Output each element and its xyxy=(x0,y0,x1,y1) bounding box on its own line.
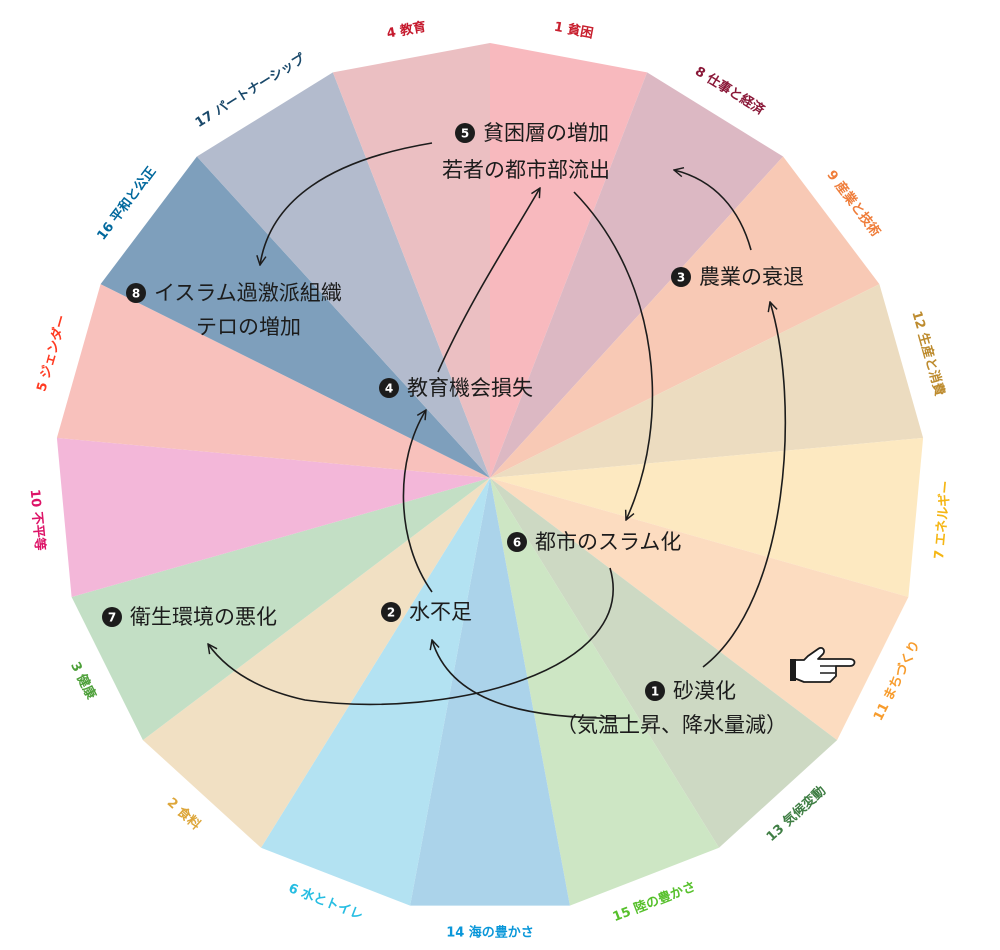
goal-segments xyxy=(56,43,924,906)
goal-segment xyxy=(56,437,491,597)
goal-label: 4 教育 xyxy=(385,19,427,42)
arrow-n1-to-n2 xyxy=(432,640,629,719)
node-number: 7 xyxy=(108,611,116,625)
goal-segment xyxy=(490,43,648,478)
node-number: 1 xyxy=(651,685,659,699)
node-6-urban-slums: 6 都市のスラム化 xyxy=(507,530,681,554)
causal-arrows xyxy=(208,142,787,719)
node-number-badge xyxy=(671,267,691,287)
node-number-badge xyxy=(455,123,475,143)
goal-segment xyxy=(332,43,490,478)
goal-segment xyxy=(71,478,490,741)
goal-segment xyxy=(56,284,491,478)
arrow-n4-to-n5 xyxy=(437,188,540,373)
goal-segment xyxy=(100,156,490,478)
goal-segment xyxy=(490,478,719,906)
node-label: 水不足 xyxy=(409,600,472,624)
node-sublabel: 若者の都市部流出 xyxy=(442,158,610,182)
goal-label: 5 ジェンダー xyxy=(33,313,70,393)
node-number: 6 xyxy=(513,536,521,550)
node-label: 都市のスラム化 xyxy=(535,530,681,554)
node-number: 8 xyxy=(132,287,140,301)
node-number-badge xyxy=(645,681,665,701)
arrow-n2-to-n4 xyxy=(402,410,433,593)
goal-label: 6 水とトイレ xyxy=(286,880,365,923)
node-3-agriculture-decline: 3 農業の衰退 xyxy=(671,265,804,289)
node-label: 農業の衰退 xyxy=(699,265,804,289)
node-7-sanitation: 7 衛生環境の悪化 xyxy=(102,605,277,629)
node-number-badge xyxy=(507,532,527,552)
node-number-badge xyxy=(379,378,399,398)
node-2-water-shortage: 2 水不足 xyxy=(381,600,472,624)
node-4-education-loss: 4 教育機会損失 xyxy=(379,376,533,400)
goal-segment xyxy=(490,437,924,597)
node-number-badge xyxy=(381,602,401,622)
arrow-n5-to-n6 xyxy=(573,191,654,520)
goal-segment xyxy=(490,284,924,478)
node-label: 教育機会損失 xyxy=(407,376,533,400)
goal-segment xyxy=(490,156,880,478)
pointing-hand-icon xyxy=(790,647,856,683)
goal-label: 1 貧困 xyxy=(553,19,595,42)
arrow-n3-to-n5 xyxy=(674,170,752,251)
node-label: 砂漠化 xyxy=(673,679,736,703)
node-number: 4 xyxy=(385,382,393,396)
goal-segment xyxy=(196,72,490,479)
node-number-badge xyxy=(102,607,122,627)
node-number: 3 xyxy=(677,271,685,285)
goal-segment xyxy=(410,478,570,906)
goal-label: 3 健康 xyxy=(67,659,99,702)
node-label: 衛生環境の悪化 xyxy=(130,605,277,629)
node-5-poverty-migration: 5 貧困層の増加 若者の都市部流出 xyxy=(442,121,610,182)
arrow-n1-to-n3 xyxy=(702,302,787,668)
goal-segment xyxy=(142,478,490,848)
goal-label: 10 不平等 xyxy=(27,489,49,552)
goal-segment xyxy=(261,478,490,906)
goal-label: 14 海の豊かさ xyxy=(446,925,534,941)
node-sublabel: テロの増加 xyxy=(196,315,301,339)
goal-segment xyxy=(490,72,784,479)
node-number-badge xyxy=(126,283,146,303)
goal-label: 15 陸の豊かさ xyxy=(610,879,697,926)
arrow-n5-to-n8 xyxy=(260,142,433,265)
node-number: 5 xyxy=(461,127,469,141)
node-8-extremism-terror: 8 イスラム過激派組織 テロの増加 xyxy=(126,281,342,339)
goal-label: 12 生産と消費 xyxy=(908,309,947,398)
node-1-desertification: 1 砂漠化 （気温上昇、降水量減） xyxy=(556,679,787,737)
node-number: 2 xyxy=(387,606,395,620)
node-label: 貧困層の増加 xyxy=(483,121,609,145)
node-sublabel: （気温上昇、降水量減） xyxy=(556,713,787,737)
node-label: イスラム過激派組織 xyxy=(154,281,342,305)
goal-segment xyxy=(490,478,838,848)
goal-label: 7 エネルギー xyxy=(931,480,954,560)
arrow-n6-to-n7 xyxy=(208,567,614,706)
goal-label: 2 食料 xyxy=(164,795,204,834)
